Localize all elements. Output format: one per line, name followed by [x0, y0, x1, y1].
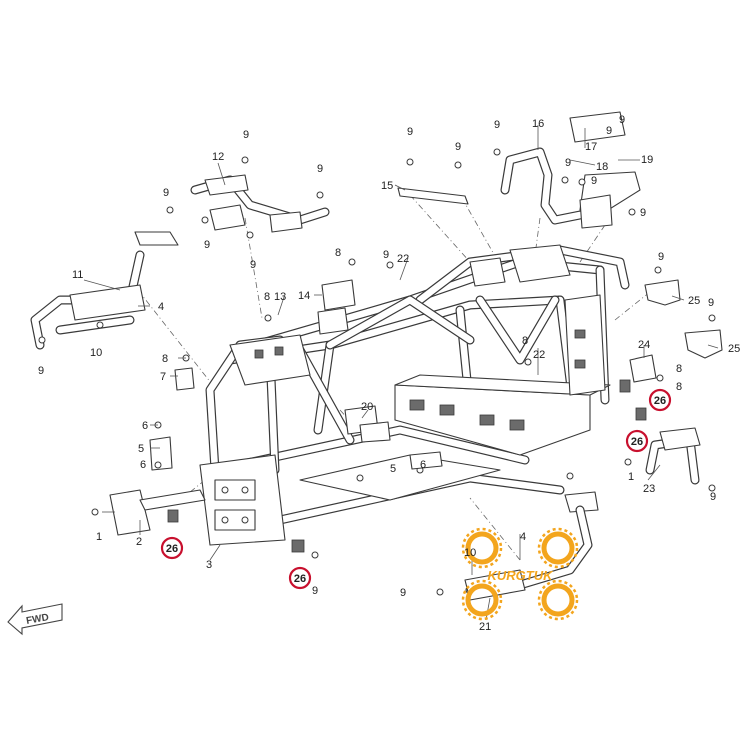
callout-8: 8	[335, 247, 341, 259]
callout-23: 23	[643, 483, 655, 495]
callout-21: 21	[479, 621, 491, 633]
callout-9: 9	[640, 207, 646, 219]
callout-9: 9	[250, 259, 256, 271]
callout-4: 4	[158, 301, 164, 313]
rear-bracket-23	[645, 427, 701, 485]
callout-11: 11	[72, 269, 83, 281]
callout-9: 9	[163, 187, 169, 199]
leader-lines	[83, 125, 719, 621]
small-brackets	[149, 367, 443, 471]
callout-7: 7	[160, 371, 166, 383]
callout-9: 9	[204, 239, 210, 251]
footrest-21	[464, 491, 599, 601]
callout-9: 9	[606, 125, 612, 137]
callout-8: 8	[522, 335, 528, 347]
forward-arrow: FWD	[7, 603, 63, 636]
front-bracket-2	[109, 489, 206, 536]
callout-25: 25	[688, 295, 700, 307]
callout-15: 15	[381, 180, 393, 192]
fasteners	[38, 148, 716, 596]
callout-9: 9	[407, 126, 413, 138]
callout-8: 8	[264, 291, 270, 303]
callout-9: 9	[494, 119, 500, 131]
callout-4: 4	[520, 531, 526, 543]
callout-9: 9	[591, 175, 597, 187]
callout-6: 6	[142, 420, 148, 432]
callout-6: 6	[140, 459, 146, 471]
part-26-marker: 26	[625, 429, 649, 453]
part-26-marker: 26	[648, 388, 672, 412]
callout-25: 25	[728, 343, 740, 355]
watermark-logo: KURGTUK	[461, 527, 579, 621]
front-top-tube-12	[190, 174, 330, 233]
callout-14: 14	[298, 290, 310, 302]
callout-22: 22	[533, 349, 545, 361]
callout-1: 1	[628, 471, 634, 483]
callout-9: 9	[312, 585, 318, 597]
callout-1: 1	[96, 531, 102, 543]
callout-6: 6	[420, 459, 426, 471]
callout-9: 9	[658, 251, 664, 263]
rear-upper-support-16	[500, 111, 641, 229]
part-26-marker: 26	[288, 566, 312, 590]
callout-20: 20	[361, 401, 373, 413]
callout-10: 10	[90, 347, 102, 359]
callout-13: 13	[274, 291, 286, 303]
mount-24	[629, 354, 657, 383]
part-26-marker: 26	[160, 536, 184, 560]
callout-18: 18	[596, 161, 608, 173]
callout-9: 9	[243, 129, 249, 141]
callout-16: 16	[532, 118, 544, 130]
callout-9: 9	[400, 587, 406, 599]
fwd-label: FWD	[25, 612, 49, 627]
callout-9: 9	[710, 491, 716, 503]
callout-9: 9	[619, 114, 625, 126]
callout-9: 9	[455, 141, 461, 153]
callout-8: 8	[676, 381, 682, 393]
callouts: 1 1 2 3 4 4 5 5 6 6 6 7 8 8 8 8 8 8 9 9 …	[38, 114, 740, 633]
part-26-label: 26	[654, 395, 666, 407]
part-26-label: 26	[631, 436, 643, 448]
bracket-25	[644, 279, 723, 359]
bracket-14	[317, 279, 356, 335]
cross-bracket-15	[397, 187, 469, 205]
callout-9: 9	[565, 157, 571, 169]
callout-9: 9	[317, 163, 323, 175]
callout-5: 5	[138, 443, 144, 455]
grommets-26	[167, 379, 647, 553]
callout-5: 5	[390, 463, 396, 475]
callout-8: 8	[162, 353, 168, 365]
callout-9: 9	[708, 297, 714, 309]
callout-2: 2	[136, 536, 142, 548]
callout-9: 9	[38, 365, 44, 377]
callout-24: 24	[638, 339, 650, 351]
watermark-brand: KURGTUK	[488, 568, 555, 583]
callout-3: 3	[206, 559, 212, 571]
callout-9: 9	[383, 249, 389, 261]
callout-12: 12	[212, 151, 224, 163]
callout-8: 8	[676, 363, 682, 375]
callout-10: 10	[464, 547, 476, 559]
callout-17: 17	[585, 141, 597, 153]
part-26-label: 26	[294, 573, 306, 585]
callout-19: 19	[641, 154, 653, 166]
highlight-markers: 26 26 26 26	[160, 388, 672, 590]
callout-22: 22	[397, 253, 409, 265]
front-rack-bracket-11	[30, 231, 179, 350]
part-26-label: 26	[166, 543, 178, 555]
main-frame	[199, 244, 630, 546]
